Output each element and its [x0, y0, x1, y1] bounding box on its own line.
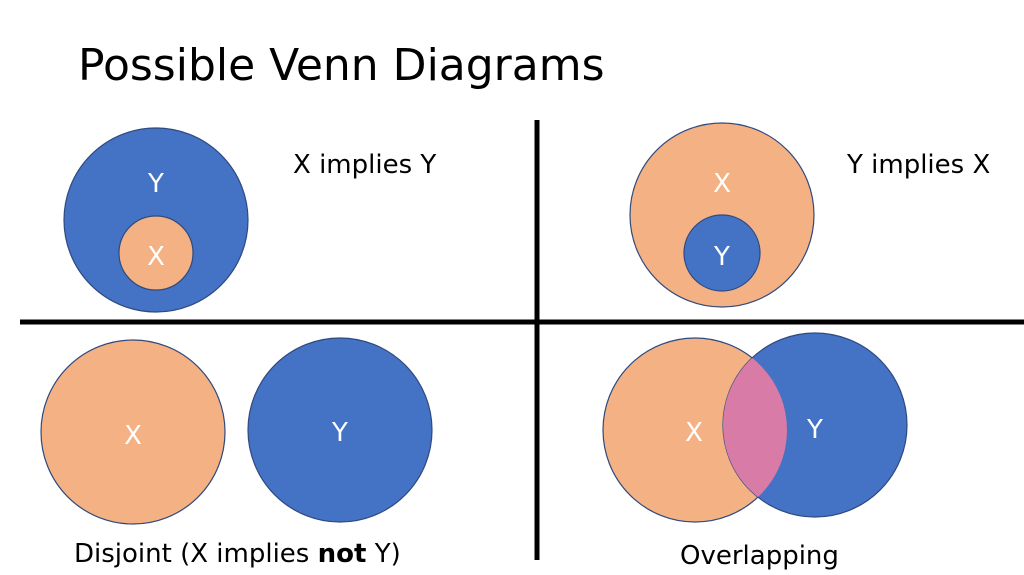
caption-x-implies-y: X implies Y: [293, 150, 437, 180]
caption-disjoint-suffix: Y): [366, 539, 401, 569]
slide-title: Possible Venn Diagrams: [78, 40, 605, 91]
circle-y-label: Y: [806, 415, 823, 445]
circle-y-label: Y: [713, 242, 730, 272]
caption-overlapping: Overlapping: [680, 541, 839, 571]
circle-y-label: Y: [147, 169, 164, 199]
circle-x-label: X: [713, 169, 731, 199]
circle-x-label: X: [147, 242, 165, 272]
venn-y-implies-x: X Y: [629, 122, 815, 308]
circle-y-label: Y: [331, 418, 348, 448]
venn-disjoint: X Y: [40, 337, 433, 525]
caption-y-implies-x: Y implies X: [847, 150, 991, 180]
circle-y-inner: [683, 214, 761, 292]
venn-overlapping: X Y: [602, 332, 908, 523]
circle-x-label: X: [685, 418, 703, 448]
circle-x: [40, 339, 226, 525]
circle-x-inner: [118, 215, 194, 291]
caption-disjoint-not: not: [317, 539, 367, 569]
venn-x-implies-y: Y X: [63, 127, 249, 313]
circle-x-label: X: [124, 421, 142, 451]
caption-disjoint: Disjoint (X implies not Y): [74, 538, 401, 570]
circle-y: [247, 337, 433, 523]
caption-disjoint-prefix: Disjoint (X implies: [74, 539, 318, 569]
intersection-region: [723, 338, 787, 517]
